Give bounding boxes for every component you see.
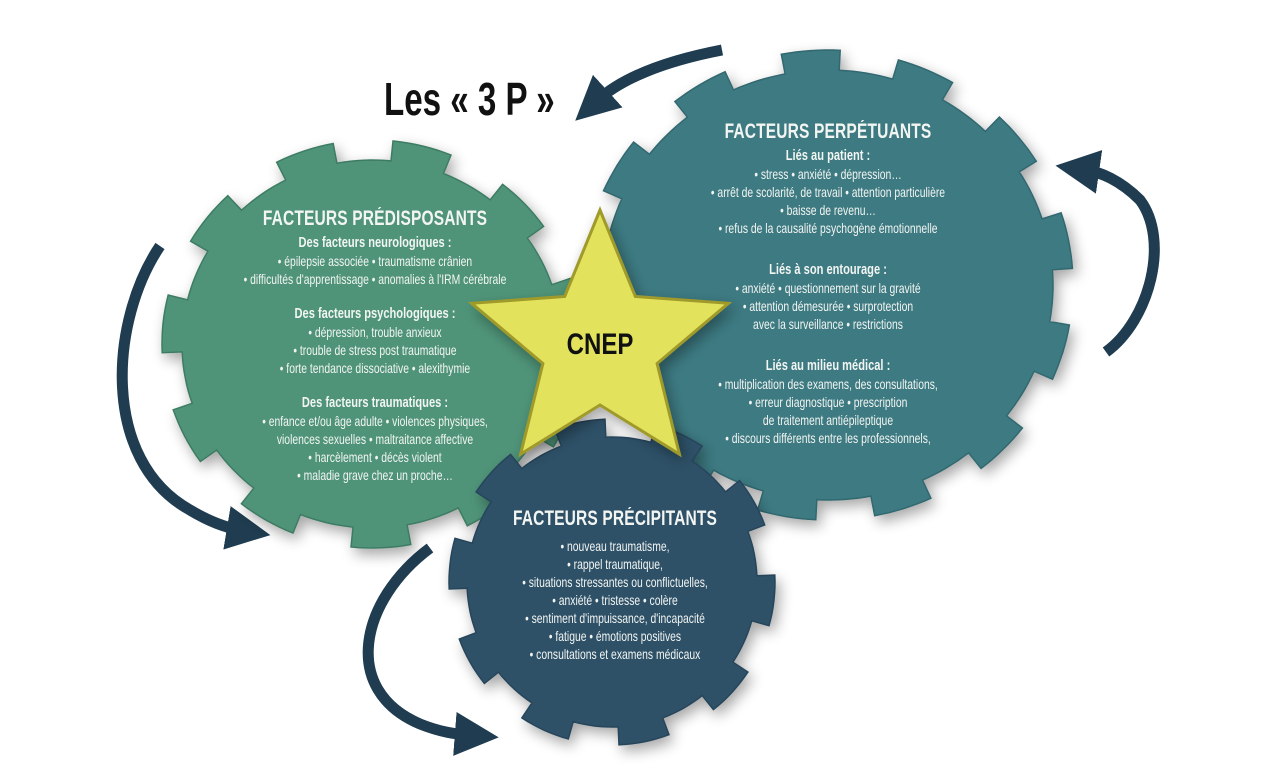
list-item: • nouveau traumatisme,: [560, 538, 670, 554]
center-label: CNEP: [566, 328, 634, 361]
list-item: • discours différents entre les professi…: [725, 430, 931, 446]
list-item: • sentiment d'impuissance, d'incapacité: [525, 610, 705, 626]
arrow-left: [116, 242, 271, 550]
section-heading: Liés au patient :: [785, 147, 871, 164]
section-heading: Des facteurs neurologiques :: [298, 234, 452, 251]
list-item: • situations stressantes ou conflictuell…: [522, 574, 708, 590]
list-item: • anxiété • tristesse • colère: [552, 592, 678, 608]
predisposants-title: FACTEURS PRÉDISPOSANTS: [262, 207, 488, 230]
arrow-top: [575, 44, 724, 121]
section-heading: Des facteurs psychologiques :: [294, 305, 456, 322]
list-item: avec la surveillance • restrictions: [753, 316, 903, 332]
gear-predisposants: [161, 140, 583, 549]
list-item: de traitement antiépileptique: [762, 412, 894, 428]
list-item: • enfance et/ou âge adulte • violences p…: [262, 413, 488, 429]
list-item: • erreur diagnostique • prescription: [748, 394, 908, 410]
list-item: • arrêt de scolarité, de travail • atten…: [710, 184, 946, 200]
list-item: • refus de la causalité psychogène émoti…: [718, 220, 938, 236]
main-title: Les « 3 P »: [384, 73, 555, 125]
perpetuants-text: FACTEURS PERPÉTUANTS Liés au patient : •…: [606, 120, 1050, 447]
list-item: • attention démesurée • surprotection: [742, 298, 914, 314]
predisposants-text: FACTEURS PRÉDISPOSANTS Des facteurs neur…: [153, 207, 597, 484]
list-item: • baisse de revenu…: [780, 202, 876, 218]
list-item: • stress • anxiété • dépression…: [754, 166, 902, 182]
list-item: • anxiété • questionnement sur la gravit…: [735, 280, 921, 296]
list-item: • difficultés d'apprentissage • anomalie…: [243, 271, 507, 287]
list-item: • dépression, trouble anxieux: [308, 324, 442, 340]
precipitants-title: FACTEURS PRÉCIPITANTS: [512, 507, 717, 530]
section-heading: Liés à son entourage :: [769, 261, 887, 278]
precipitants-text: FACTEURS PRÉCIPITANTS • nouveau traumati…: [393, 507, 837, 663]
arrow-bottom: [362, 543, 499, 756]
list-item: violences sexuelles • maltraitance affec…: [276, 431, 474, 447]
section-heading: Liés au milieu médical :: [765, 357, 891, 374]
list-item: • multiplication des examens, des consul…: [718, 376, 938, 392]
list-item: • maladie grave chez un proche…: [297, 467, 453, 483]
list-item: • fatigue • émotions positives: [548, 628, 682, 644]
arrow-right: [1055, 150, 1160, 357]
list-item: • forte tendance dissociative • alexithy…: [279, 360, 471, 376]
perpetuants-title: FACTEURS PERPÉTUANTS: [724, 120, 932, 143]
section-heading: Des facteurs traumatiques :: [301, 394, 449, 411]
list-item: • consultations et examens médicaux: [529, 646, 701, 662]
list-item: • rappel traumatique,: [567, 556, 663, 572]
star-cnep: [467, 206, 733, 458]
list-item: • harcèlement • décès violent: [308, 449, 442, 465]
list-item: • épilepsie associée • traumatisme crâni…: [277, 253, 473, 269]
list-item: • trouble de stress post traumatique: [293, 342, 457, 358]
